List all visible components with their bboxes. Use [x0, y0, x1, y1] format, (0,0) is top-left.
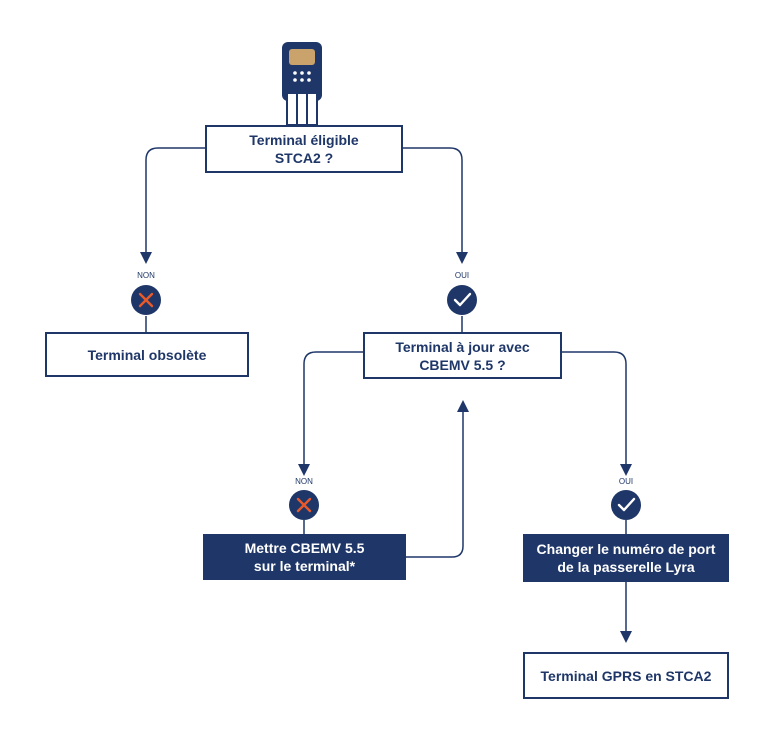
node-change-port: Changer le numéro de port de la passerel…	[523, 534, 729, 582]
node-text-line: CBEMV 5.5 ?	[419, 356, 506, 373]
yes-badge-1	[447, 285, 477, 315]
cross-icon	[138, 292, 154, 308]
check-icon	[617, 497, 636, 512]
no-badge-1	[131, 285, 161, 315]
node-terminal-eligible: Terminal éligible STCA2 ?	[205, 125, 403, 173]
node-text-line: Changer le numéro de port	[536, 541, 716, 557]
node-text-line: sur le terminal*	[253, 558, 356, 574]
node-text-line: de la passerelle Lyra	[557, 559, 695, 575]
yes-badge-2	[611, 490, 641, 520]
node-terminal-uptodate: Terminal à jour avec CBEMV 5.5 ?	[363, 332, 562, 379]
node-text-line: Mettre CBEMV 5.5	[244, 540, 365, 556]
check-icon	[453, 292, 472, 307]
node-text-line: Terminal GPRS en STCA2	[540, 667, 712, 684]
node-install-cbemv: Mettre CBEMV 5.5 sur le terminal*	[203, 534, 406, 580]
card-terminal-icon	[282, 42, 322, 126]
label-non-1: NON	[137, 271, 155, 280]
node-text-line: Terminal à jour avec	[395, 338, 530, 355]
node-terminal-gprs: Terminal GPRS en STCA2	[523, 652, 729, 699]
connector-uptodate-no	[298, 351, 363, 476]
connector-uptodate-yes	[562, 351, 632, 476]
node-text-line: Terminal éligible	[249, 132, 359, 148]
node-text-line: STCA2 ?	[274, 150, 334, 166]
label-non-2: NON	[295, 477, 313, 486]
node-text-line: Terminal obsolète	[87, 346, 207, 363]
label-oui-1: OUI	[454, 271, 470, 280]
connector-install-loop	[406, 400, 469, 558]
no-badge-2	[289, 490, 319, 520]
connector-eligible-no	[140, 147, 205, 264]
cross-icon	[296, 497, 312, 513]
label-oui-2: OUI	[618, 477, 634, 486]
node-terminal-obsolete: Terminal obsolète	[45, 332, 249, 377]
connector-eligible-yes	[403, 147, 468, 264]
